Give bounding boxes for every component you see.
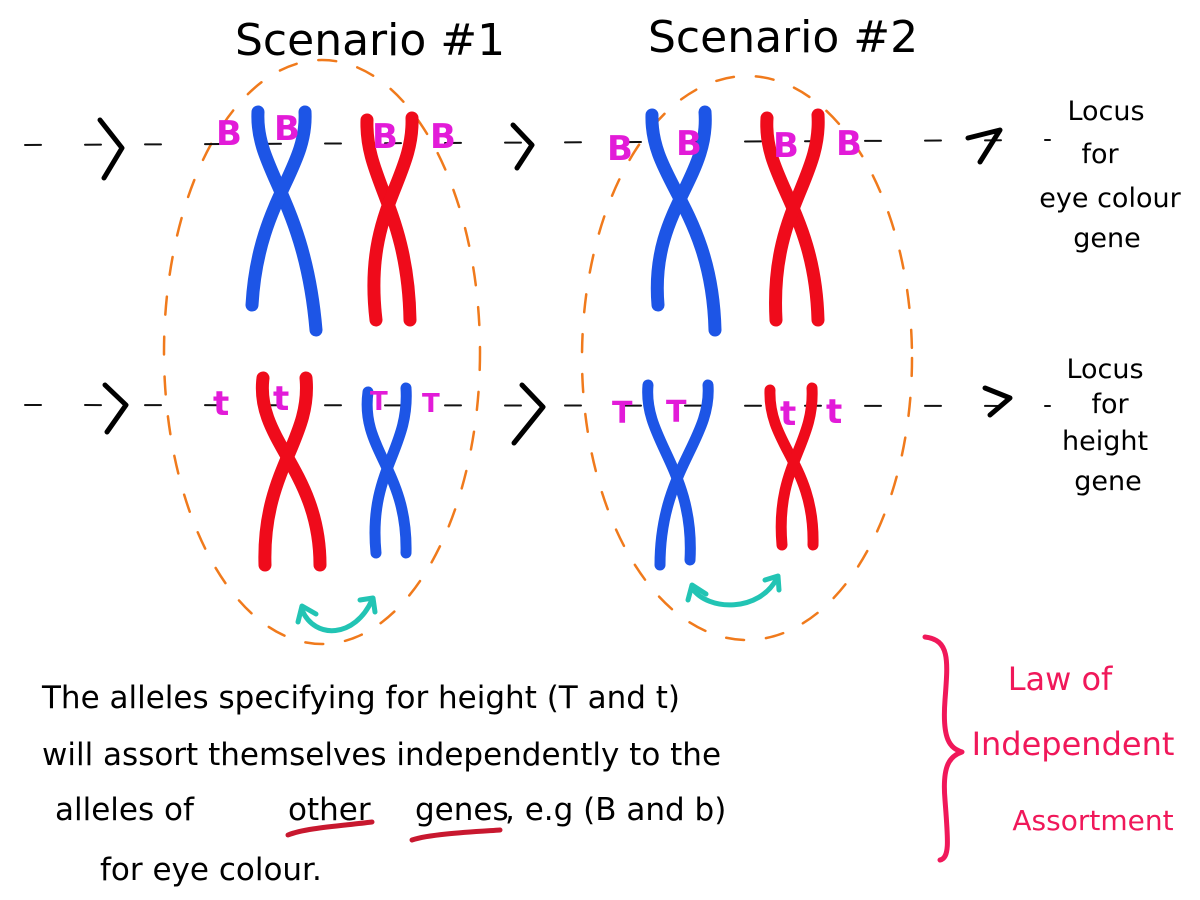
locus-height-label-line: height: [1062, 426, 1148, 457]
allele-label: B: [274, 109, 300, 149]
swap-arrow-icon: [295, 595, 378, 634]
locus-eye-label-line: for: [1081, 139, 1119, 170]
chevron-right-icon: [510, 122, 535, 171]
chevron-right-icon: [982, 385, 1013, 418]
allele-label: B: [607, 129, 633, 169]
chromosome-red: [764, 382, 819, 551]
allele-label: T: [370, 387, 388, 417]
allele-label: B: [216, 114, 242, 154]
explanation-line: will assort themselves independently to …: [42, 737, 721, 773]
height-locus-line: [24, 404, 1051, 407]
underline-other: [285, 819, 375, 838]
allele-label: t: [826, 392, 842, 432]
chromosome-red: [360, 111, 419, 327]
allele-label: B: [372, 117, 398, 157]
allele-label: t: [780, 394, 796, 434]
scenario-1-title: Scenario #1: [235, 15, 505, 66]
locus-eye-label-line: Locus: [1067, 96, 1144, 127]
locus-height-label-line: for: [1091, 389, 1129, 420]
chevron-right-icon: [965, 127, 1003, 165]
chromosome-blue: [245, 105, 323, 337]
scenario-1-outline: [162, 58, 482, 646]
explanation-line: , e.g (B and b): [505, 792, 726, 828]
chromosome-red: [255, 371, 327, 572]
explanation-line: alleles of: [55, 792, 195, 828]
law-label-line: Assortment: [1012, 804, 1173, 837]
chromosome-blue: [642, 379, 714, 571]
allele-label: T: [612, 396, 633, 431]
scenario-2-title: Scenario #2: [648, 12, 918, 63]
underline-genes: [409, 827, 503, 843]
chromosome-blue: [645, 105, 722, 337]
locus-eye-label-line: eye colour: [1039, 183, 1181, 214]
allele-label: t: [273, 379, 289, 419]
explanation-underlined-word: genes: [415, 792, 509, 828]
scenario-2-outline: [580, 74, 914, 642]
locus-height-label-line: gene: [1074, 466, 1141, 497]
chevron-right-icon: [97, 117, 125, 181]
curly-brace: [922, 634, 965, 863]
allele-label: t: [213, 384, 229, 424]
swap-arrow-icon: [685, 573, 782, 608]
chevron-right-icon: [102, 382, 129, 435]
locus-eye-label-line: gene: [1073, 223, 1140, 254]
allele-label: B: [773, 126, 799, 166]
locus-height-label-line: Locus: [1066, 354, 1143, 385]
chromosome-blue: [361, 382, 412, 559]
allele-label: T: [422, 389, 440, 419]
allele-label: T: [666, 395, 687, 430]
law-label-line: Independent: [972, 725, 1175, 763]
chevron-icons: [97, 117, 1013, 446]
explanation-line: The alleles specifying for height (T and…: [41, 680, 680, 716]
chevron-right-icon: [511, 382, 546, 446]
law-label-line: Law of: [1008, 660, 1113, 698]
chromosome-red: [760, 108, 825, 327]
eye-colour-locus-line: [24, 139, 1051, 146]
allele-label: B: [430, 117, 456, 157]
explanation-line: for eye colour.: [100, 852, 322, 888]
allele-label: B: [676, 124, 702, 164]
allele-label: B: [836, 124, 862, 164]
